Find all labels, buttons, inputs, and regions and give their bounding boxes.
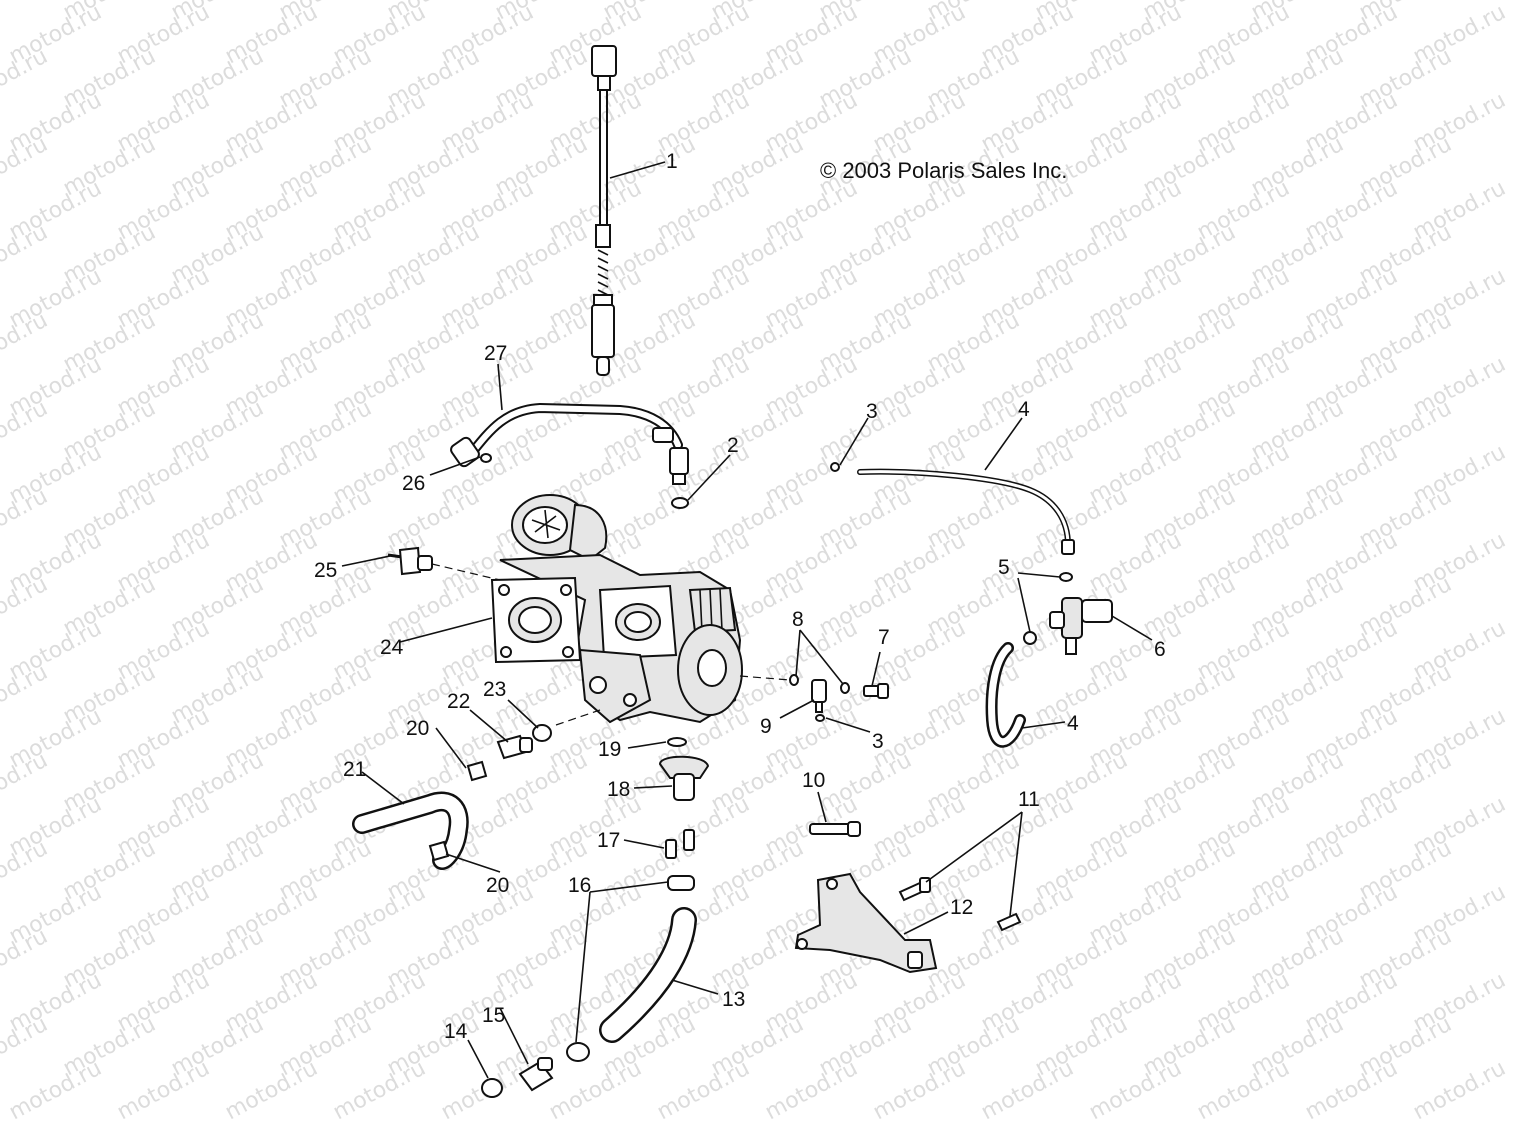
callout-23: 23 <box>483 678 506 701</box>
callout-26: 26 <box>402 472 425 495</box>
leader-lines <box>341 161 1153 1079</box>
part-27-oil-line <box>450 403 689 485</box>
part-22-fitting <box>496 734 533 760</box>
part-12-bracket <box>794 872 938 974</box>
part-19-o-ring <box>667 737 687 747</box>
part-5-washer-b <box>1023 631 1037 645</box>
part-16-clamp-lower <box>566 1042 590 1062</box>
part-25-temp-sensor <box>387 546 501 581</box>
callout-27: 27 <box>484 342 507 365</box>
callout-20-lower: 20 <box>486 874 509 897</box>
callout-12: 12 <box>950 896 973 919</box>
watermark-text: motod.ru <box>761 1056 862 1125</box>
callout-1: 1 <box>666 150 678 173</box>
callout-3-lower: 3 <box>872 730 884 753</box>
part-8-o-ring-a <box>789 674 799 686</box>
watermark-text: motod.ru <box>653 1056 754 1125</box>
callout-7: 7 <box>878 626 890 649</box>
watermark-text: motod.ru <box>869 1056 970 1125</box>
watermark-text: motod.ru <box>1085 1056 1186 1125</box>
part-8-o-ring-b <box>840 682 850 694</box>
callout-17: 17 <box>597 829 620 852</box>
callout-20-upper: 20 <box>406 717 429 740</box>
watermark-text: motod.ru <box>329 1056 430 1125</box>
part-7-bolt <box>863 683 889 699</box>
callout-19: 19 <box>598 738 621 761</box>
part-10-bolt <box>809 821 861 837</box>
part-14-o-ring <box>481 1078 503 1098</box>
callout-14: 14 <box>444 1020 468 1043</box>
part-9-fitting <box>811 679 827 713</box>
callout-24: 24 <box>380 636 404 659</box>
watermark-text: motod.ru <box>1301 1056 1402 1125</box>
part-4-lower-hose <box>985 642 1026 748</box>
part-2-washer <box>671 497 689 509</box>
watermark-text: motod.ru <box>1193 1056 1294 1125</box>
callout-4-upper: 4 <box>1018 398 1030 421</box>
callout-8: 8 <box>792 608 804 631</box>
callout-9: 9 <box>760 715 772 738</box>
callout-22: 22 <box>447 690 470 713</box>
watermark-text: motod.ru <box>1409 1056 1510 1125</box>
callout-10: 10 <box>802 769 825 792</box>
callout-21: 21 <box>343 758 366 781</box>
watermark-text: motod.ru <box>545 1056 646 1125</box>
callout-3-upper: 3 <box>866 400 878 423</box>
watermark-text: motod.ru <box>977 1056 1078 1125</box>
callout-15: 15 <box>482 1004 505 1027</box>
part-18-water-outlet <box>658 755 710 801</box>
part-20-clamp-a <box>466 760 488 782</box>
callout-13: 13 <box>722 988 745 1011</box>
callout-25: 25 <box>314 559 337 582</box>
callout-2: 2 <box>727 434 739 457</box>
part-20-clamp-b <box>428 840 450 862</box>
watermark-text: motod.ru <box>113 1056 214 1125</box>
watermark-text: motod.ru <box>5 1056 106 1125</box>
part-4-upper-hose <box>857 468 1075 555</box>
part-16-clamp-upper <box>667 875 695 891</box>
callout-4-lower: 4 <box>1067 712 1079 735</box>
turbocharger-assembly <box>490 494 743 724</box>
part-3-cap-upper <box>830 462 840 472</box>
part-6-valve <box>1049 597 1113 655</box>
part-13-hose <box>599 907 697 1043</box>
part-15-fitting <box>518 1057 554 1092</box>
part-17-bolts <box>665 829 695 859</box>
callout-18: 18 <box>607 778 630 801</box>
copyright-text: © 2003 Polaris Sales Inc. <box>820 158 1067 183</box>
callout-5: 5 <box>998 556 1010 579</box>
watermark-text: motod.ru <box>221 1056 322 1125</box>
callout-6: 6 <box>1154 638 1166 661</box>
part-5-washer-a <box>1059 572 1073 582</box>
watermark-text: motod.ru <box>0 0 52 25</box>
part-1-sensor <box>591 45 617 376</box>
part-26-o-ring <box>480 453 492 463</box>
part-11-bolts <box>898 877 1022 932</box>
part-23-o-ring <box>532 724 552 742</box>
callout-16: 16 <box>568 874 591 897</box>
part-3-cap-lower <box>815 714 825 722</box>
callout-labels: 1 2 3 3 4 4 5 6 7 8 9 10 11 12 13 14 15 … <box>314 150 1166 1043</box>
callout-11: 11 <box>1018 788 1040 811</box>
